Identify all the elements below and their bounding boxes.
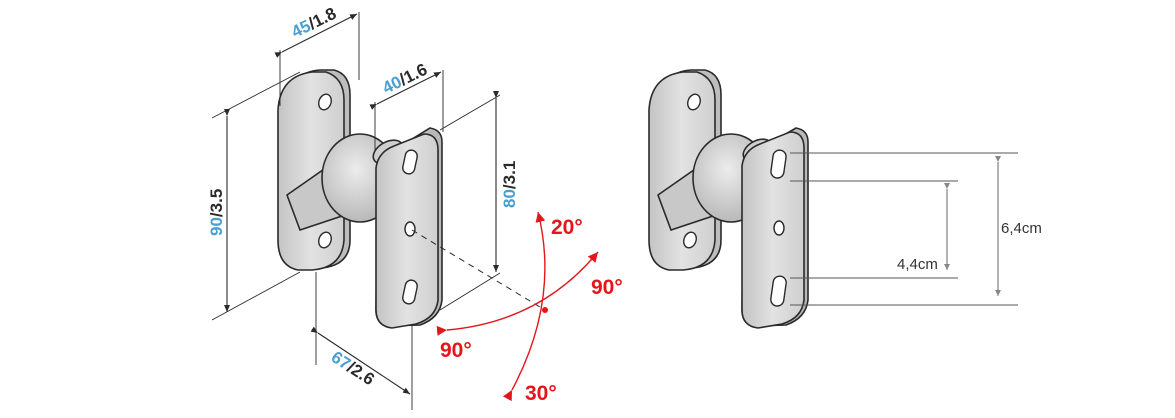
right-bracket bbox=[648, 69, 809, 329]
back-plate-top-hole bbox=[318, 93, 332, 111]
dim-height-back-imperial: /3.5 bbox=[207, 189, 226, 217]
rotation-indicator: 20° 90° 90° 30° bbox=[436, 211, 623, 405]
front-plate-top-slot bbox=[402, 149, 418, 175]
dim-height-plate-imperial: /3.1 bbox=[500, 161, 519, 189]
right-front-center-hole bbox=[773, 220, 785, 236]
right-front-bottom-slot bbox=[770, 275, 787, 307]
left-bracket bbox=[277, 69, 443, 329]
angle-right-label: 90° bbox=[591, 276, 623, 299]
right-front-top-slot bbox=[770, 149, 787, 179]
svg-text:67/2.6: 67/2.6 bbox=[328, 347, 378, 389]
front-plate-bottom-slot bbox=[402, 279, 418, 305]
dim-height-back: 90/3.5 bbox=[207, 71, 301, 321]
svg-text:40/1.6: 40/1.6 bbox=[379, 60, 430, 98]
right-back-top-hole bbox=[687, 93, 701, 111]
angle-down-label: 30° bbox=[525, 382, 557, 405]
angle-up-label: 20° bbox=[551, 216, 583, 239]
right-back-bottom-hole bbox=[683, 231, 697, 249]
spacing-outer-label: 6,4cm bbox=[1001, 220, 1042, 237]
front-plate-center-hole bbox=[404, 221, 416, 237]
swivel-arc bbox=[436, 251, 599, 336]
angle-left-label: 90° bbox=[440, 339, 472, 362]
svg-text:90/3.5: 90/3.5 bbox=[207, 189, 226, 236]
rotation-pivot bbox=[542, 307, 548, 313]
back-plate-bottom-hole bbox=[318, 231, 332, 249]
svg-text:80/3.1: 80/3.1 bbox=[500, 161, 519, 208]
dim-height-back-metric: 90 bbox=[207, 217, 226, 236]
slot-spacing-dims: 6,4cm 4,4cm bbox=[790, 152, 1042, 306]
dim-height-plate-metric: 80 bbox=[500, 189, 519, 208]
spacing-inner-label: 4,4cm bbox=[897, 256, 938, 273]
right-front-plate bbox=[741, 131, 805, 329]
dim-height-plate: 80/3.1 bbox=[439, 91, 519, 311]
